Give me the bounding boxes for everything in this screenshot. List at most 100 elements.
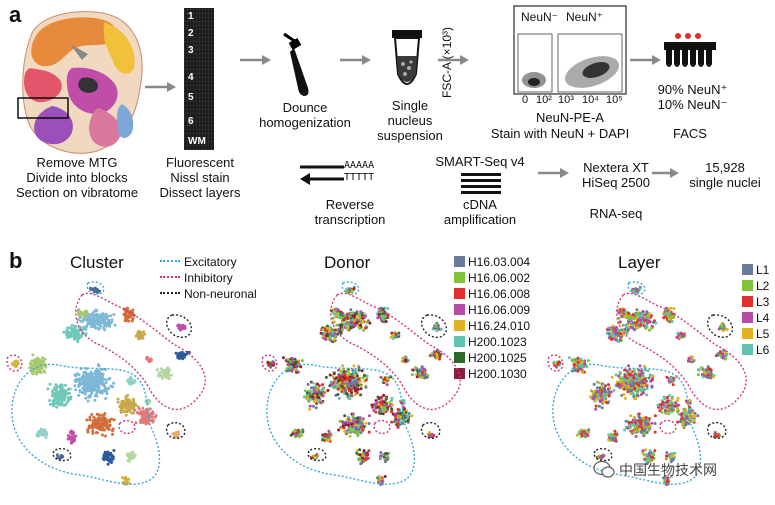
sorted-plate-icon [664, 33, 716, 67]
tsne-point [670, 397, 674, 401]
tsne-point [89, 379, 93, 383]
tsne-point [644, 416, 648, 420]
panel-b-letter: b [9, 248, 23, 273]
class-outline [706, 421, 727, 439]
tsne-point [687, 422, 690, 426]
tsne-point [349, 375, 352, 379]
tsne-point [100, 391, 104, 395]
tsne-point [389, 399, 393, 403]
tsne-point [641, 449, 645, 453]
tsne-point [347, 386, 351, 390]
tsne-point [111, 427, 115, 431]
tsne-point [41, 356, 44, 360]
tsne-point [51, 399, 55, 403]
tsne-point [134, 334, 138, 338]
tsne-point [358, 419, 362, 423]
tsne-point [606, 387, 610, 391]
tsne-point [666, 479, 670, 483]
tsne-point [180, 325, 184, 329]
tsne-point [676, 407, 680, 411]
class-outline [420, 421, 441, 439]
tsne-point [704, 375, 708, 379]
tsne-point [317, 396, 320, 399]
tsne-point [39, 427, 43, 431]
tsne-point [125, 316, 128, 320]
dounce-caption-line: homogenization [259, 115, 351, 130]
tsne-point [151, 418, 155, 422]
tsne-point [294, 432, 297, 436]
tsne-point [585, 365, 589, 369]
tsne-point [379, 375, 383, 379]
tsne-point [355, 391, 359, 395]
tsne-point [116, 400, 120, 404]
tsne-point [394, 416, 398, 420]
tsne-point [381, 317, 385, 321]
tsne-point [630, 423, 634, 427]
tsne-point [645, 311, 649, 315]
tsne-point [83, 311, 87, 315]
legend-swatch [454, 352, 465, 363]
tsne-point [607, 383, 610, 387]
tsne-point [121, 476, 124, 480]
tsne-point [379, 405, 383, 409]
class-outline [261, 354, 278, 372]
tsne-point [81, 391, 84, 395]
tsne-point [328, 332, 332, 336]
tsne-point [111, 454, 115, 458]
tsne-point [313, 455, 317, 459]
tsne-point [340, 370, 344, 374]
tsne-point [304, 389, 307, 393]
tsne-point [111, 432, 114, 436]
tsne-point [74, 380, 78, 383]
donor-legend-item: H16.06.002 [454, 270, 530, 286]
tsne-point [600, 406, 604, 410]
donor-legend-item: H16.24.010 [454, 318, 530, 334]
tsne-point [112, 313, 116, 317]
tsne-point [663, 478, 667, 482]
tsne-point [73, 384, 77, 388]
tsne-point [368, 321, 372, 325]
tsne-point [650, 326, 653, 330]
tsne-point [707, 370, 711, 374]
tsne-point [82, 384, 86, 388]
tsne-point [680, 332, 684, 336]
tsne-point [129, 455, 133, 459]
tsne-point [328, 338, 332, 342]
tsne-point [103, 423, 107, 427]
tsne-point [87, 382, 91, 386]
tsne-point [401, 357, 405, 361]
tsne-point [648, 449, 652, 453]
tsne-point [109, 314, 112, 318]
tsne-point [614, 326, 618, 329]
tsne-point [324, 334, 328, 338]
tsne-point [721, 329, 725, 333]
tsne-point [696, 414, 700, 418]
tsne-point [373, 403, 377, 407]
class-outline [86, 281, 105, 295]
tsne-point [294, 360, 298, 364]
tsne-point [614, 338, 618, 342]
nissl-layer-label: 4 [188, 72, 194, 83]
tsne-point [43, 370, 47, 374]
tsne-point [44, 365, 48, 369]
tsne-point [94, 379, 98, 383]
tsne-point [132, 398, 136, 402]
tsne-point [364, 378, 368, 382]
tsne-point [358, 453, 362, 457]
class-legend-item: Excitatory [160, 254, 257, 270]
flow-arrow [340, 55, 371, 65]
tsne-point [645, 384, 649, 388]
tsne-point [677, 403, 680, 407]
tsne-point [399, 415, 403, 419]
class-legend-label: Inhibitory [184, 271, 233, 285]
tsne-point [651, 320, 655, 324]
tsne-point [341, 364, 345, 368]
tsne-point [567, 356, 571, 360]
tsne-point [382, 405, 386, 409]
tsne-point [44, 436, 48, 439]
tsne-point [670, 403, 674, 407]
tsne-point [28, 366, 32, 370]
class-legend-label: Non-neuronal [184, 287, 257, 301]
tsne-point [72, 439, 76, 443]
tsne-point [337, 368, 341, 372]
